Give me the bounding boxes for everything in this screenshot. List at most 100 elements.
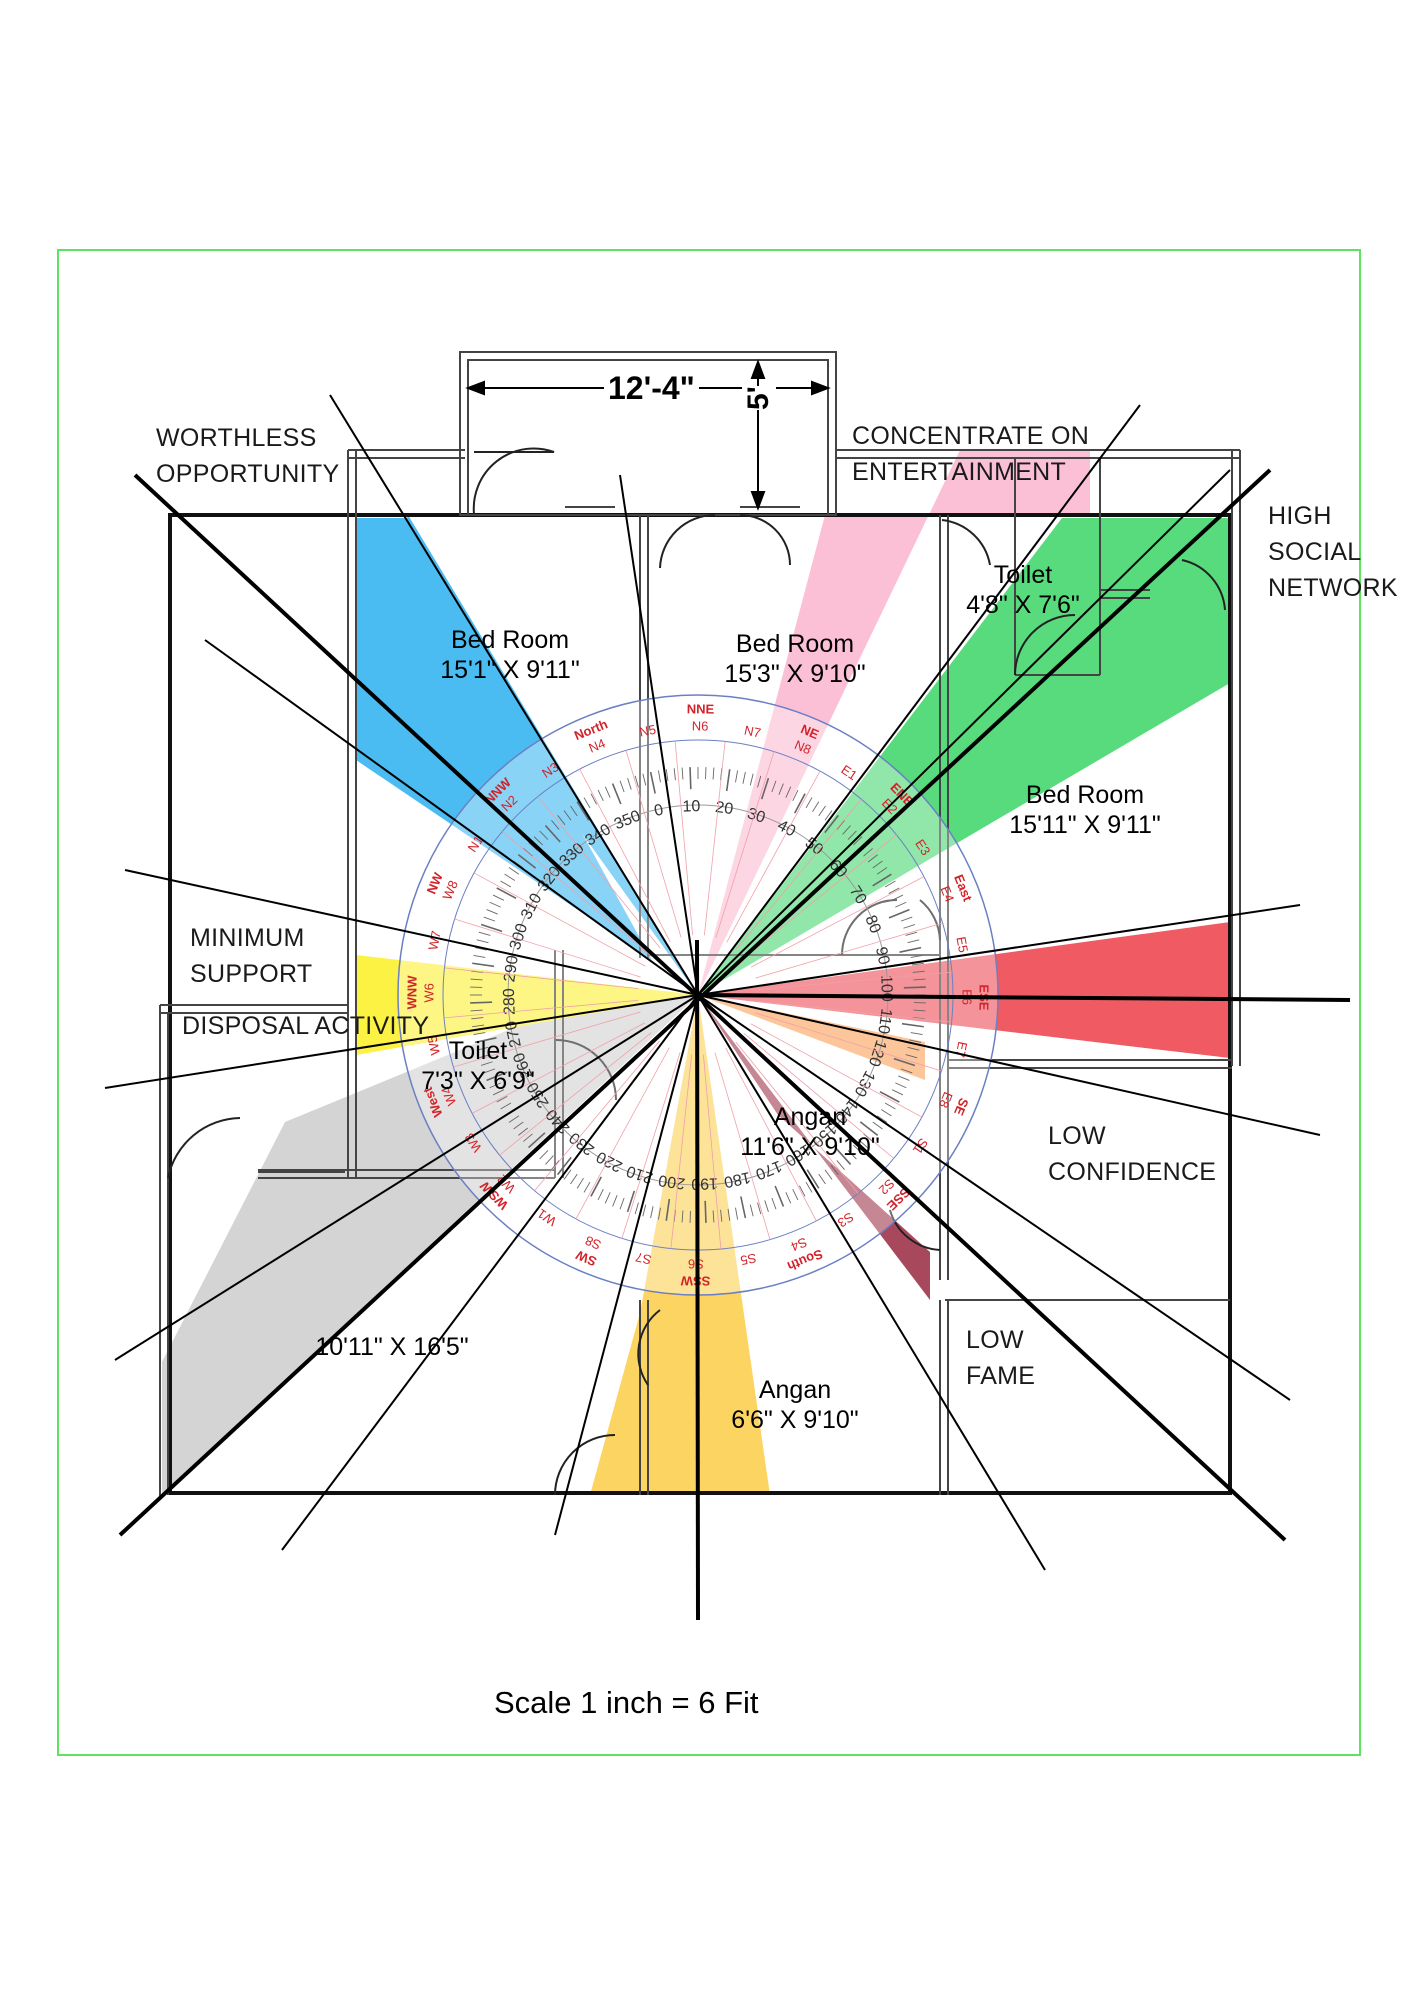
room-size: 15'1" X 9'11" — [440, 656, 580, 684]
degree-tick — [749, 1204, 754, 1217]
pada-label: S3 — [835, 1209, 857, 1230]
degree-tick — [657, 1207, 661, 1220]
pada-label: S8 — [583, 1233, 603, 1253]
label-disposal-activity: DISPOSAL ACTIVITY — [182, 1012, 430, 1040]
zone-name-label: SSW — [680, 1273, 710, 1288]
pada-line — [743, 1033, 895, 1159]
pada-line — [471, 1022, 646, 1114]
degree-tick — [470, 1001, 493, 1004]
label-low-fame: LOW FAME — [966, 1326, 1036, 1390]
degree-tick — [619, 1197, 625, 1210]
degree-label: 270 — [503, 1019, 525, 1049]
pada-line — [670, 1054, 693, 1249]
degree-tick — [563, 810, 572, 821]
degree-tick — [764, 1200, 769, 1212]
degree-tick — [489, 1082, 501, 1089]
label-concentrate-entertainment: CONCENTRATE ON ENTERTAINMENT — [852, 422, 1090, 486]
degree-tick — [757, 1202, 762, 1215]
sector-red — [698, 922, 1230, 1058]
degree-tick — [681, 767, 684, 780]
degree-tick — [872, 1121, 883, 1130]
degree-tick — [583, 1181, 591, 1193]
degree-tick — [496, 1096, 508, 1103]
degree-tick — [876, 1115, 888, 1123]
degree-tick — [910, 954, 923, 958]
degree-label: 20 — [714, 799, 734, 818]
degree-label: 0 — [653, 802, 665, 821]
degree-tick — [627, 778, 632, 790]
degree-tick — [785, 786, 792, 798]
degree-tick — [853, 836, 863, 846]
pada-label: W7 — [425, 929, 444, 951]
degree-label: 110 — [874, 1007, 894, 1035]
degree-tick — [483, 916, 496, 922]
degree-tick — [771, 780, 777, 793]
main-axes — [118, 468, 1351, 1621]
degree-label: 80 — [861, 913, 883, 936]
degree-tick — [727, 1208, 731, 1221]
degree-tick — [884, 1102, 896, 1110]
degree-tick — [792, 1188, 799, 1201]
degree-label: 180 — [722, 1168, 752, 1190]
pada-line — [725, 1047, 817, 1222]
degree-tick — [650, 1206, 654, 1219]
label-worthless-opportunity: WORTHLESS OPPORTUNITY — [156, 424, 340, 488]
room-size: 4'8" X 7'6" — [966, 591, 1080, 619]
degree-tick — [771, 1197, 777, 1210]
degree-tick — [725, 769, 731, 792]
degree-label: 70 — [846, 883, 870, 907]
degree-tick — [720, 1209, 723, 1222]
zone-name-label: NE — [799, 721, 822, 742]
degree-tick — [863, 1133, 873, 1142]
degree-tick — [912, 970, 925, 973]
degree-tick — [891, 1089, 904, 1096]
pada-label: S5 — [739, 1250, 757, 1268]
zone-name-label: SE — [951, 1096, 972, 1118]
degree-tick — [508, 1115, 520, 1123]
degree-tick — [486, 1071, 508, 1082]
direction-boundary-line — [619, 474, 699, 996]
degree-tick — [612, 1195, 618, 1207]
degree-tick — [735, 1207, 739, 1220]
degree-tick — [836, 1160, 845, 1170]
degree-tick — [879, 1091, 900, 1103]
degree-tick — [681, 1210, 684, 1223]
degree-tick — [665, 769, 669, 782]
degree-tick — [903, 986, 926, 989]
degree-tick — [805, 1181, 813, 1193]
room-name: Toilet — [448, 1037, 508, 1065]
degree-tick — [472, 1024, 485, 1028]
label-low-confidence: LOW CONFIDENCE — [1048, 1122, 1217, 1186]
degree-tick — [712, 1210, 715, 1223]
degree-tick — [876, 867, 888, 875]
room-name: Angan — [758, 1376, 832, 1404]
degree-tick — [476, 939, 489, 944]
pada-line — [755, 1012, 942, 1072]
pada-line — [625, 750, 682, 938]
pada-line — [443, 999, 639, 1019]
degree-tick — [474, 947, 487, 951]
degree-tick — [893, 1057, 916, 1067]
room-name: Angan — [773, 1103, 847, 1131]
degree-tick — [778, 783, 784, 795]
pada-line — [703, 741, 726, 936]
direction-boundary-line — [114, 994, 699, 1361]
pada-label: N5 — [638, 722, 657, 740]
degree-tick — [545, 1155, 554, 1165]
degree-tick — [799, 1185, 806, 1197]
degree-tick — [859, 1121, 879, 1137]
pada-label: S7 — [634, 1250, 653, 1268]
degree-label: 280 — [501, 988, 519, 1015]
degree-tick — [590, 793, 597, 805]
degree-tick — [847, 830, 857, 840]
pada-line — [757, 971, 953, 991]
pada-label: E1 — [838, 762, 860, 783]
